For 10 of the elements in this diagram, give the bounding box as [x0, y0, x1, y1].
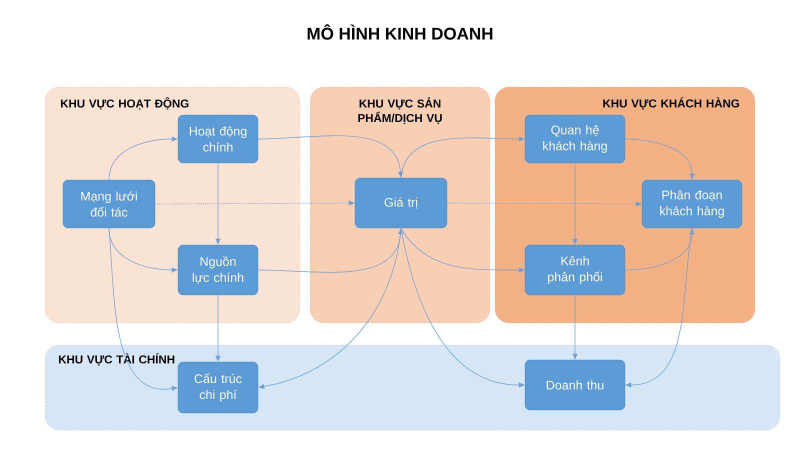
process-box: Hoạt động chính — [178, 114, 258, 164]
process-box: Phân đoạn khách hàng — [642, 180, 742, 228]
process-box: Giá trị — [354, 178, 448, 228]
process-box: Quan hệ khách hàng — [524, 114, 626, 164]
process-box: Cấu trúc chi phí — [178, 362, 258, 414]
process-box: Doanh thu — [524, 360, 626, 410]
diagram-title: MÔ HÌNH KINH DOANH — [308, 24, 492, 40]
process-box: Nguồn lực chính — [178, 244, 258, 296]
process-box: Kênh phân phối — [524, 244, 626, 296]
process-box: Mạng lưới đối tác — [62, 180, 156, 228]
